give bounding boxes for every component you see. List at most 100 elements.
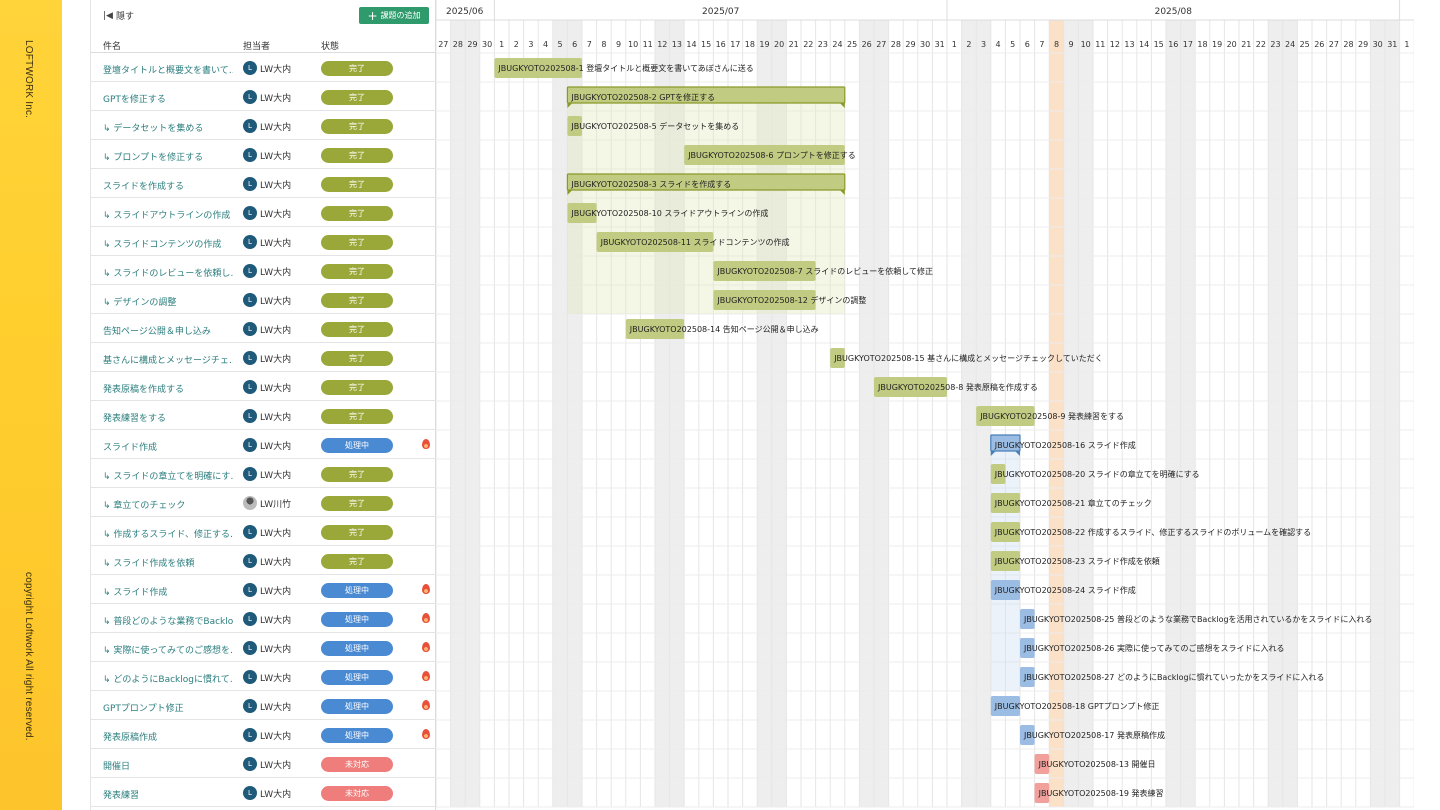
task-name-link[interactable]: 基さんに構成とメッセージチェ… bbox=[103, 356, 233, 366]
task-bar[interactable] bbox=[830, 348, 845, 368]
parent-task-bar[interactable] bbox=[990, 434, 1021, 452]
parent-task-bar[interactable] bbox=[566, 86, 846, 104]
status-badge[interactable]: 完了 bbox=[321, 409, 393, 424]
task-bar[interactable] bbox=[1034, 754, 1050, 774]
status-badge[interactable]: 完了 bbox=[321, 380, 393, 395]
status-badge[interactable]: 完了 bbox=[321, 177, 393, 192]
task-bar[interactable] bbox=[990, 696, 1020, 716]
task-name-link[interactable]: ↳ デザインの調整 bbox=[103, 298, 177, 308]
task-name-link[interactable]: 登壇タイトルと概要文を書いて… bbox=[103, 66, 233, 76]
status-badge[interactable]: 完了 bbox=[321, 90, 393, 105]
status-badge[interactable]: 完了 bbox=[321, 264, 393, 279]
status-badge[interactable]: 未対応 bbox=[321, 786, 393, 801]
task-bar[interactable] bbox=[874, 377, 947, 397]
task-bar[interactable] bbox=[625, 319, 685, 339]
status-badge[interactable]: 完了 bbox=[321, 119, 393, 134]
status-badge[interactable]: 処理中 bbox=[321, 641, 393, 656]
task-name-link[interactable]: GPTを修正する bbox=[103, 95, 166, 105]
status-badge[interactable]: 完了 bbox=[321, 496, 393, 511]
task-bar[interactable] bbox=[1020, 667, 1035, 687]
task-bar[interactable] bbox=[990, 464, 1006, 484]
status-badge[interactable]: 完了 bbox=[321, 554, 393, 569]
task-name-link[interactable]: ↳ 作成するスライド、修正する… bbox=[103, 530, 233, 540]
task-name-link[interactable]: ↳ 実際に使ってみてのご感想を… bbox=[103, 646, 233, 656]
task-name-link[interactable]: ↳ スライドアウトラインの作成 bbox=[103, 211, 231, 221]
task-name-link[interactable]: ↳ プロンプトを修正する bbox=[103, 153, 204, 163]
task-bar[interactable] bbox=[596, 232, 714, 252]
status-badge[interactable]: 完了 bbox=[321, 235, 393, 250]
column-header-assignee[interactable]: 担当者 bbox=[243, 42, 271, 52]
task-name-link[interactable]: ↳ データセットを集める bbox=[103, 124, 204, 134]
status-badge[interactable]: 完了 bbox=[321, 206, 393, 221]
task-bar[interactable] bbox=[976, 406, 1035, 426]
column-header-name[interactable]: 件名 bbox=[103, 42, 122, 52]
task-name-link[interactable]: 発表練習をする bbox=[103, 414, 167, 424]
column-header-status[interactable]: 状態 bbox=[321, 42, 340, 52]
status-badge[interactable]: 完了 bbox=[321, 148, 393, 163]
parent-task-bar[interactable] bbox=[566, 173, 846, 191]
task-name-link[interactable]: ↳ スライドコンテンツの作成 bbox=[103, 240, 222, 250]
task-name-link[interactable]: ↳ どのようにBacklogに慣れて… bbox=[103, 675, 233, 685]
task-name-link[interactable]: スライド作成 bbox=[103, 443, 158, 453]
status-badge[interactable]: 完了 bbox=[321, 525, 393, 540]
task-bar[interactable] bbox=[567, 116, 582, 136]
task-bar[interactable] bbox=[1020, 725, 1035, 745]
status-badge[interactable]: 処理中 bbox=[321, 699, 393, 714]
status-badge[interactable]: 処理中 bbox=[321, 728, 393, 743]
status-badge[interactable]: 完了 bbox=[321, 322, 393, 337]
task-bar[interactable] bbox=[494, 58, 582, 78]
task-bar[interactable] bbox=[1020, 638, 1035, 658]
status-badge[interactable]: 処理中 bbox=[321, 583, 393, 598]
task-name-link[interactable]: ↳ スライド作成 bbox=[103, 588, 168, 598]
status-badge[interactable]: 完了 bbox=[321, 467, 393, 482]
task-name-link[interactable]: 発表練習 bbox=[103, 791, 140, 801]
task-bar[interactable] bbox=[1020, 609, 1035, 629]
status-badge[interactable]: 完了 bbox=[321, 351, 393, 366]
status-badge[interactable]: 処理中 bbox=[321, 670, 393, 685]
task-name-link[interactable]: 開催日 bbox=[103, 762, 131, 772]
task-bar[interactable] bbox=[1034, 783, 1050, 803]
task-bar[interactable] bbox=[567, 203, 597, 223]
status-badge[interactable]: 処理中 bbox=[321, 438, 393, 453]
task-name-link[interactable]: 発表原稿を作成する bbox=[103, 385, 185, 395]
task-name-link[interactable]: ↳ 普段どのような業務でBacklo… bbox=[103, 617, 233, 627]
task-name-link[interactable]: スライドを作成する bbox=[103, 182, 185, 192]
task-bar[interactable] bbox=[713, 290, 816, 310]
status-badge[interactable]: 未対応 bbox=[321, 757, 393, 772]
task-bar[interactable] bbox=[990, 522, 1020, 542]
status-badge[interactable]: 完了 bbox=[321, 293, 393, 308]
hide-list-button[interactable]: |◀ 隠す bbox=[103, 9, 134, 23]
task-name-link[interactable]: ↳ 章立てのチェック bbox=[103, 501, 186, 511]
task-name-link[interactable]: 告知ページ公開＆申し込み bbox=[103, 327, 211, 337]
status-badge[interactable]: 処理中 bbox=[321, 612, 393, 627]
task-name-link[interactable]: GPTプロンプト修正 bbox=[103, 704, 184, 714]
task-name-link[interactable]: ↳ スライドのレビューを依頼し… bbox=[103, 269, 233, 279]
task-bar[interactable] bbox=[990, 551, 1020, 571]
status-badge[interactable]: 完了 bbox=[321, 61, 393, 76]
